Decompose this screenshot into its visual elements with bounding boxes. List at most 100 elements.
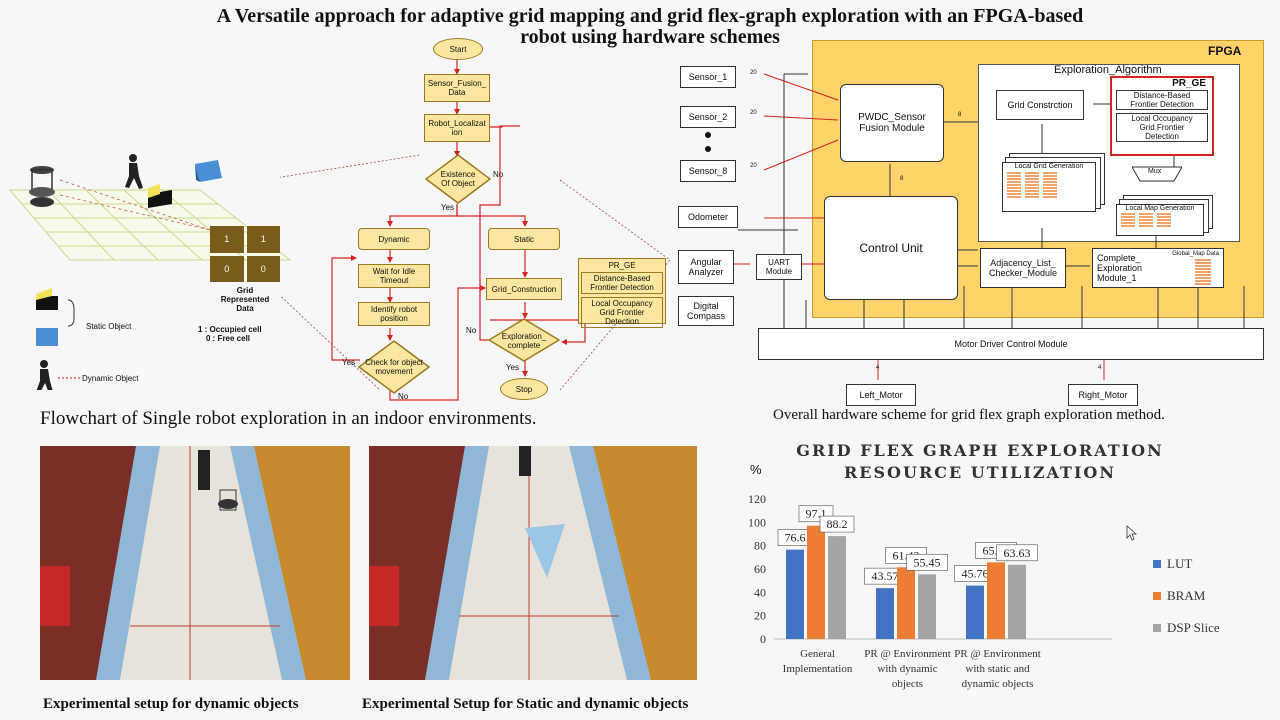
prge-box: PR_GE Distance-Based Frontier Detection … bbox=[1110, 76, 1214, 156]
uart-module: UART Module bbox=[756, 254, 802, 280]
odometer: Odometer bbox=[678, 206, 738, 228]
y-tick-label: 40 bbox=[754, 585, 766, 599]
bus-width-label: 8 bbox=[900, 176, 904, 182]
corridor-photo-1 bbox=[40, 446, 350, 680]
flow-yes-label-2: Yes bbox=[342, 358, 356, 367]
control-unit: Control Unit bbox=[824, 196, 958, 300]
flow-exploration-complete-label: Exploration_ complete bbox=[501, 332, 547, 350]
sensor-2: Sensor_2 bbox=[680, 106, 736, 128]
pwdc-sensor-fusion: PWDC_Sensor Fusion Module bbox=[840, 84, 944, 162]
page-title: A Versatile approach for adaptive grid m… bbox=[0, 6, 1280, 48]
flow-exploration-complete-diamond bbox=[488, 318, 560, 362]
flow-yes-label-3: Yes bbox=[506, 363, 520, 372]
grid-represented-data: 1 1 0 0 bbox=[210, 226, 280, 282]
flow-static: Static bbox=[488, 228, 560, 250]
x-tick-label: Implementation bbox=[783, 663, 853, 675]
y-tick-label: 80 bbox=[754, 539, 766, 553]
flowchart-connectors bbox=[280, 60, 671, 401]
legend-item: BRAM bbox=[1153, 580, 1220, 612]
flow-prge-group: PR_GE Distance-Based Frontier Detection … bbox=[578, 258, 666, 328]
global-map-block bbox=[1195, 259, 1211, 285]
local-grid-generation-label: Local Grid Generation bbox=[1014, 163, 1084, 170]
mux-label: Mux bbox=[1148, 168, 1162, 175]
flow-wait-idle: Wait for Idle Timeout bbox=[358, 264, 430, 288]
bar bbox=[918, 574, 936, 639]
fifo-block bbox=[1121, 213, 1135, 227]
grid-cell: 1 bbox=[246, 226, 280, 253]
data-label: 43.57 bbox=[872, 569, 899, 583]
data-label: 45.76 bbox=[962, 567, 989, 581]
adjacency-list-checker: Adjacency_List_ Checker_Module bbox=[980, 248, 1066, 288]
y-tick-label: 60 bbox=[754, 562, 766, 576]
bar bbox=[786, 549, 804, 639]
resource-utilization-chart: 02040608010012076.697.188.2GeneralImplem… bbox=[748, 492, 1112, 690]
bus-width-label: 20 bbox=[750, 70, 757, 76]
bar bbox=[897, 567, 915, 639]
bar bbox=[828, 536, 846, 639]
mux-shape bbox=[1132, 166, 1182, 182]
legend-swatch bbox=[1153, 592, 1161, 600]
flow-prge-title: PR_GE bbox=[608, 261, 636, 270]
y-tick-label: 120 bbox=[748, 492, 766, 506]
bar bbox=[807, 525, 825, 639]
title-line-2: robot using hardware schemes bbox=[520, 26, 780, 48]
flow-distance-frontier: Distance-Based Frontier Detection bbox=[581, 272, 663, 294]
flow-dynamic: Dynamic bbox=[358, 228, 430, 250]
static-object-legend-icon bbox=[36, 288, 58, 346]
complete-exploration-label: Complete_ Exploration Module_1 bbox=[1097, 253, 1143, 283]
photo-caption-1: Experimental setup for dynamic objects bbox=[43, 696, 299, 712]
data-label-box bbox=[906, 553, 948, 571]
prge-label: PR_GE bbox=[1172, 78, 1206, 89]
legend-swatch bbox=[1153, 624, 1161, 632]
dynamic-object-legend-icon bbox=[36, 360, 53, 390]
fifo-block bbox=[1157, 213, 1171, 227]
yellow-box bbox=[148, 184, 172, 208]
global-map-label: Global_Map Data bbox=[1172, 251, 1219, 257]
y-tick-label: 0 bbox=[760, 632, 766, 646]
bar bbox=[966, 585, 984, 639]
ellipsis-dot bbox=[705, 132, 711, 138]
flow-stop: Stop bbox=[500, 378, 548, 400]
fifo-block bbox=[1007, 172, 1021, 198]
title-line-1: A Versatile approach for adaptive grid m… bbox=[216, 5, 1084, 27]
bus-width-label: 4 bbox=[876, 365, 880, 371]
x-tick-label: PR @ Environment bbox=[864, 648, 951, 660]
data-label-box bbox=[996, 544, 1038, 562]
legend-item: DSP Slice bbox=[1153, 612, 1220, 644]
data-label: 55.45 bbox=[914, 555, 941, 569]
local-map-generation: Local Map Generation bbox=[1116, 204, 1204, 236]
hardware-caption: Overall hardware scheme for grid flex gr… bbox=[773, 407, 1165, 423]
grid-cell: 0 bbox=[210, 255, 244, 282]
fifo-block bbox=[1025, 172, 1039, 198]
static-object-box bbox=[195, 160, 222, 182]
photo-static-dynamic-objects bbox=[369, 446, 697, 680]
bar bbox=[987, 562, 1005, 639]
y-tick-label: 100 bbox=[748, 515, 766, 529]
flow-no-label-3: No bbox=[466, 326, 477, 335]
grid-label: Grid Represented Data bbox=[220, 286, 270, 313]
flow-local-occupancy: Local Occupancy Grid Frontier Detection bbox=[581, 297, 663, 328]
grid-construction: Grid Constrction bbox=[996, 90, 1084, 120]
flow-identify-position: Identify robot position bbox=[358, 302, 430, 326]
flow-check-label: Check for object movement bbox=[365, 358, 423, 376]
x-tick-label: objects bbox=[892, 678, 923, 690]
fifo-block bbox=[1043, 172, 1057, 198]
flow-no-label: No bbox=[493, 170, 504, 179]
digital-compass: Digital Compass bbox=[678, 296, 734, 326]
mouse-cursor-icon bbox=[1126, 525, 1138, 541]
photo-dynamic-objects bbox=[40, 446, 350, 680]
static-object-label: Static Object bbox=[86, 322, 132, 331]
chart-legend: LUT BRAM DSP Slice bbox=[1153, 548, 1220, 644]
right-motor: Right_Motor bbox=[1068, 384, 1138, 406]
distance-frontier: Distance-Based Frontier Detection bbox=[1116, 90, 1208, 110]
bus-width-label: 20 bbox=[750, 110, 757, 116]
legend-label: BRAM bbox=[1167, 588, 1206, 603]
hardware-connectors bbox=[718, 73, 1245, 380]
left-motor: Left_Motor bbox=[846, 384, 916, 406]
robot-icon bbox=[29, 166, 55, 207]
exploration-algorithm-label: Exploration_Algorithm bbox=[1054, 64, 1162, 76]
x-tick-label: General bbox=[800, 648, 835, 660]
chart-ylabel: % bbox=[750, 462, 762, 477]
x-tick-label: with static and bbox=[965, 663, 1030, 675]
data-label: 88.2 bbox=[827, 517, 848, 531]
